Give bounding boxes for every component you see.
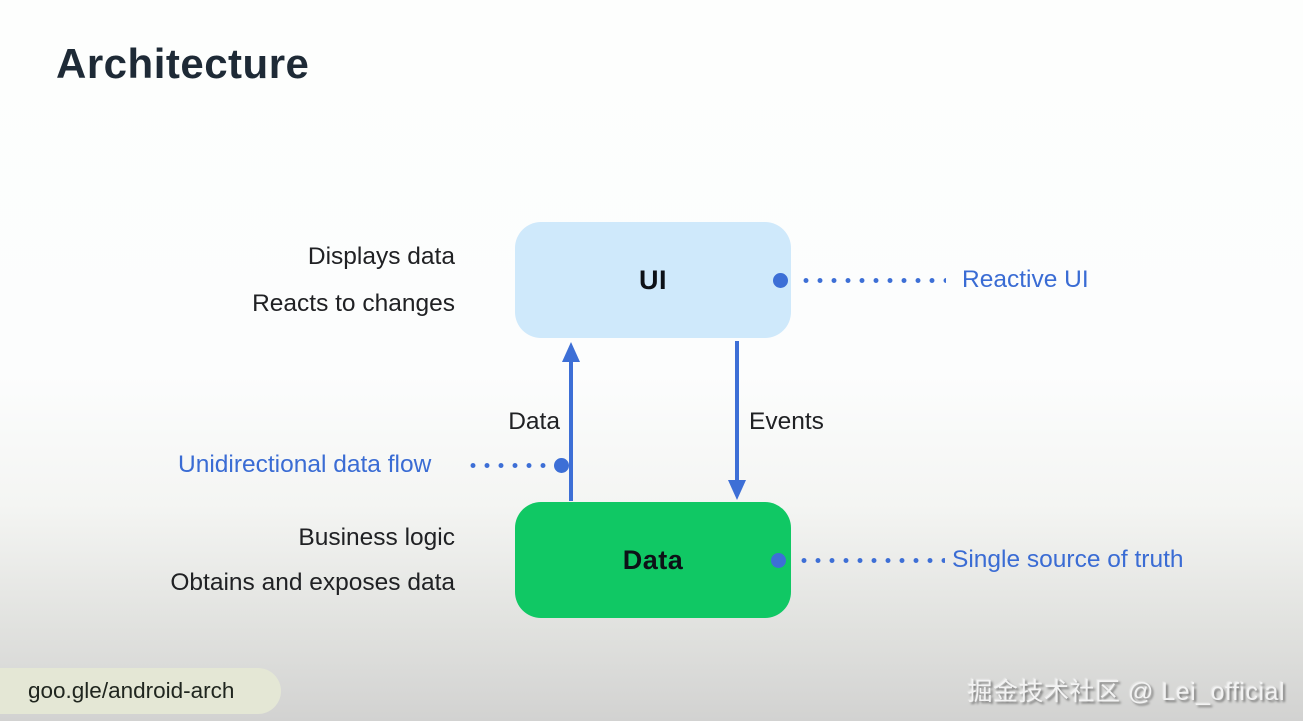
- reactive-ui-callout: Reactive UI: [962, 266, 1089, 293]
- ui-node-label: UI: [639, 264, 667, 295]
- ui-annotation-reacts-to-changes: Reacts to changes: [252, 290, 455, 317]
- data-annotation-obtains-exposes: Obtains and exposes data: [170, 569, 455, 596]
- events-down-arrow: [723, 339, 751, 501]
- data-up-arrow: [557, 341, 585, 503]
- ui-node: UI: [515, 222, 791, 338]
- data-annotation-business-logic: Business logic: [298, 524, 455, 551]
- unidirectional-flow-callout: Unidirectional data flow: [178, 451, 432, 478]
- data-node: Data: [515, 502, 791, 618]
- page-title: Architecture: [56, 40, 310, 87]
- unidirectional-flow-dotted-line: [466, 463, 550, 468]
- single-source-dot: [771, 553, 786, 568]
- single-source-dotted-line: [797, 558, 945, 563]
- reactive-ui-dot: [773, 273, 788, 288]
- unidirectional-flow-dot: [554, 458, 569, 473]
- up-arrow-label: Data: [508, 408, 560, 435]
- footer-link: goo.gle/android-arch: [28, 678, 235, 703]
- single-source-callout: Single source of truth: [952, 546, 1184, 573]
- footer-pill: goo.gle/android-arch: [0, 668, 281, 714]
- down-arrow-label: Events: [749, 408, 824, 435]
- data-node-label: Data: [622, 544, 684, 575]
- reactive-ui-dotted-line: [799, 278, 946, 283]
- watermark: 掘金技术社区 @ Lei_official: [967, 678, 1285, 706]
- ui-annotation-displays-data: Displays data: [307, 243, 455, 270]
